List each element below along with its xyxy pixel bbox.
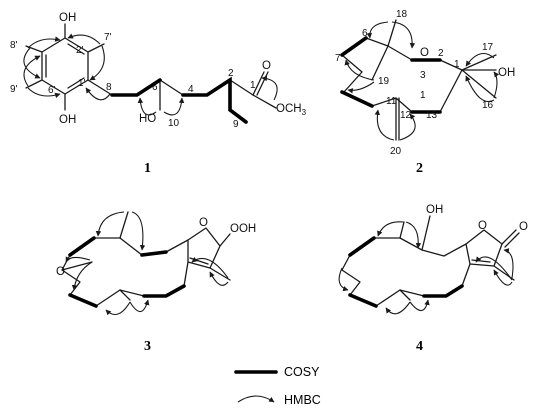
compound-4-bonds bbox=[341, 215, 520, 307]
compound-2-labels: O OH 18 6 7 2 17 3 1 19 11 1 12 13 16 20 bbox=[335, 9, 515, 157]
atom-number: 6' bbox=[48, 85, 56, 96]
compound-4-labels: OH O O bbox=[426, 204, 528, 233]
hmbc-legend-swatch bbox=[237, 395, 275, 403]
compound-3: O O OOH 3 bbox=[56, 211, 256, 354]
atom-number: 6 bbox=[362, 28, 368, 39]
compound-1-cosy bbox=[110, 76, 248, 124]
atom-number: 7' bbox=[104, 32, 112, 43]
epoxide-oxygen-label: O bbox=[56, 266, 65, 278]
compound-4-cosy bbox=[348, 236, 464, 308]
atom-number: 19 bbox=[378, 76, 390, 87]
compound-3-hmbc bbox=[65, 211, 229, 316]
epoxide-oxygen-label: O bbox=[420, 47, 429, 59]
atom-number: 2 bbox=[228, 68, 234, 79]
compound-1-hmbc bbox=[23, 33, 278, 116]
atom-number: 2' bbox=[76, 45, 84, 56]
compound-2-hmbc bbox=[344, 21, 500, 141]
compound-3-cosy bbox=[68, 236, 186, 308]
carbonyl-oxygen-label: O bbox=[262, 60, 271, 72]
atom-number: 1 bbox=[250, 80, 256, 91]
ring-oxygen-label: O bbox=[478, 220, 487, 232]
atom-number: 3 bbox=[420, 70, 426, 81]
hydroperoxy-label: OOH bbox=[230, 223, 256, 235]
oh-label: OH bbox=[426, 204, 443, 216]
atom-number: 12 bbox=[400, 110, 412, 121]
atom-number: 9' bbox=[10, 84, 18, 95]
atom-number: 1 bbox=[454, 59, 460, 70]
hmbc-legend-label: HMBC bbox=[284, 393, 321, 407]
atom-number: 4 bbox=[188, 84, 194, 95]
oh-label: OH bbox=[59, 114, 76, 126]
legend: COSY HMBC bbox=[234, 365, 321, 407]
atom-number: 11 bbox=[386, 96, 397, 107]
compound-number: 4 bbox=[416, 339, 423, 354]
atom-number: 9 bbox=[233, 119, 239, 130]
atom-number: 1 bbox=[420, 90, 426, 101]
atom-number: 17 bbox=[482, 42, 494, 53]
atom-number: 1' bbox=[78, 78, 86, 89]
compound-1-bonds bbox=[25, 23, 277, 123]
atom-number: 16 bbox=[482, 100, 494, 111]
compound-4-hmbc bbox=[338, 221, 514, 315]
oh-label: OH bbox=[59, 12, 76, 24]
compound-2-cosy bbox=[340, 36, 442, 114]
atom-number: 6 bbox=[152, 82, 158, 93]
ho-label: HO bbox=[139, 113, 156, 125]
atom-number: 20 bbox=[390, 146, 402, 157]
compound-number: 2 bbox=[416, 161, 423, 176]
compound-3-labels: O O OOH bbox=[56, 217, 256, 278]
oh-label: OH bbox=[498, 67, 515, 79]
compound-number: 1 bbox=[144, 161, 151, 176]
ring-oxygen-label: O bbox=[199, 217, 208, 229]
methyl-ester-label: OCH3 bbox=[276, 103, 307, 117]
compound-1: OH OH HO O OCH3 8' 7' 2' 9' 6' 1' 8 6 4 … bbox=[10, 12, 307, 176]
carbonyl-oxygen-label: O bbox=[519, 221, 528, 233]
compound-number: 3 bbox=[144, 339, 151, 354]
atom-number: 2 bbox=[438, 48, 444, 59]
atom-number: 18 bbox=[396, 9, 408, 20]
atom-number: 13 bbox=[426, 110, 438, 121]
atom-number: 10 bbox=[168, 118, 180, 129]
compound-1-labels: OH OH HO O OCH3 8' 7' 2' 9' 6' 1' 8 6 4 … bbox=[10, 12, 307, 130]
compound-4: OH O O 4 bbox=[338, 204, 528, 354]
atom-number: 8' bbox=[10, 40, 18, 51]
cosy-legend-label: COSY bbox=[284, 365, 320, 379]
atom-number: 8 bbox=[106, 82, 112, 93]
compound-2: O OH 18 6 7 2 17 3 1 19 11 1 12 13 16 20… bbox=[335, 9, 515, 176]
atom-number: 7 bbox=[335, 53, 341, 64]
